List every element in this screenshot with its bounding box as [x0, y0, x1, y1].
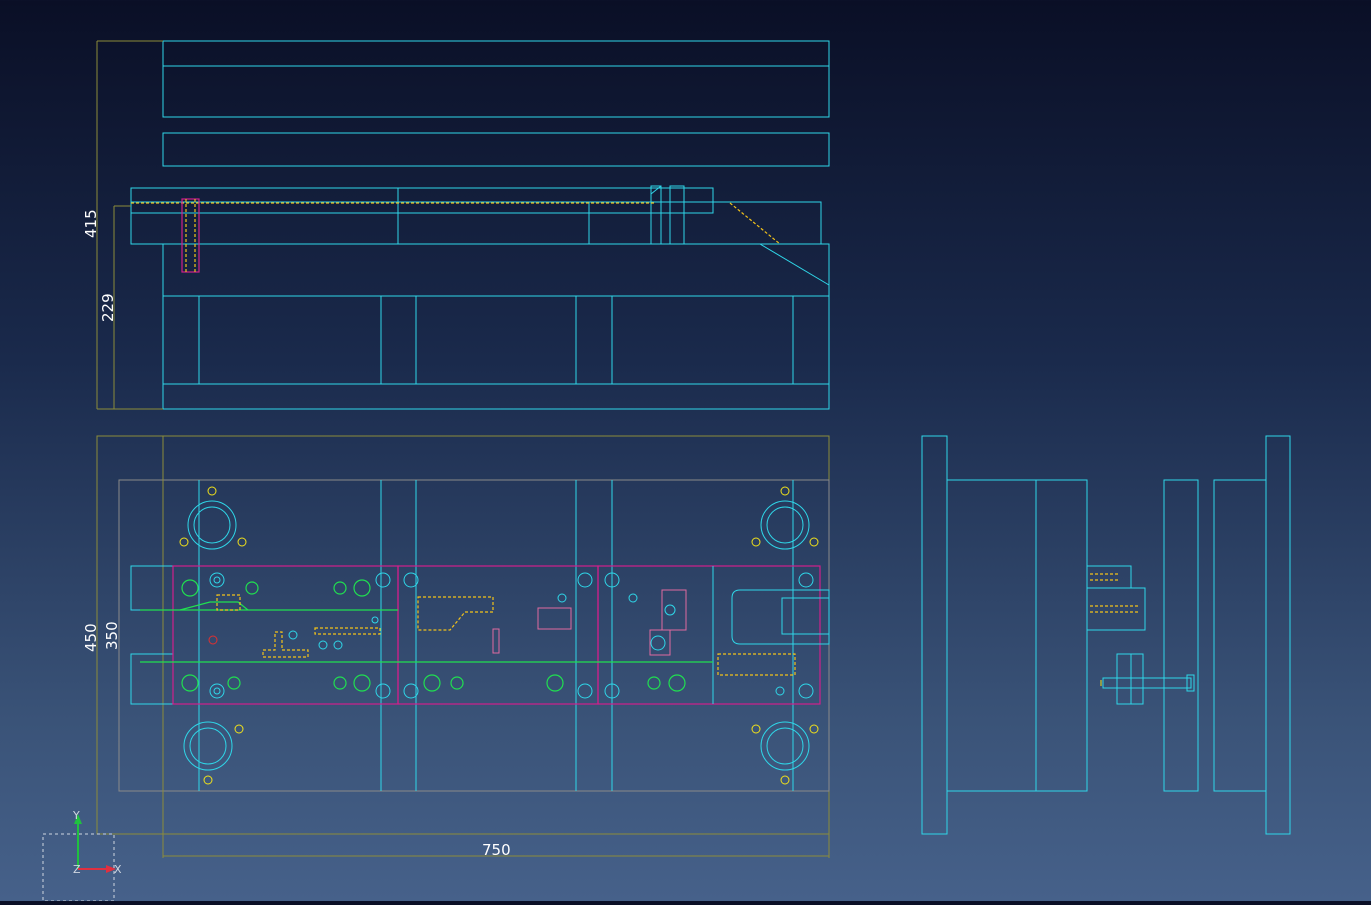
- axis-gizmo[interactable]: [42, 814, 116, 902]
- axis-z-label: Z: [73, 863, 81, 876]
- side-view: [921, 435, 1291, 835]
- front-elevation-view: [130, 40, 830, 410]
- front-dimensions: [96, 40, 163, 410]
- dim-350: 350: [103, 621, 121, 650]
- plan-dimensions: [162, 834, 830, 858]
- dim-750: 750: [482, 841, 511, 859]
- plan-view: [96, 435, 830, 835]
- dim-415: 415: [82, 209, 100, 238]
- axis-x-label: X: [114, 863, 122, 876]
- dim-229: 229: [99, 293, 117, 322]
- dim-450: 450: [82, 623, 100, 652]
- axis-y-label: Y: [72, 809, 80, 822]
